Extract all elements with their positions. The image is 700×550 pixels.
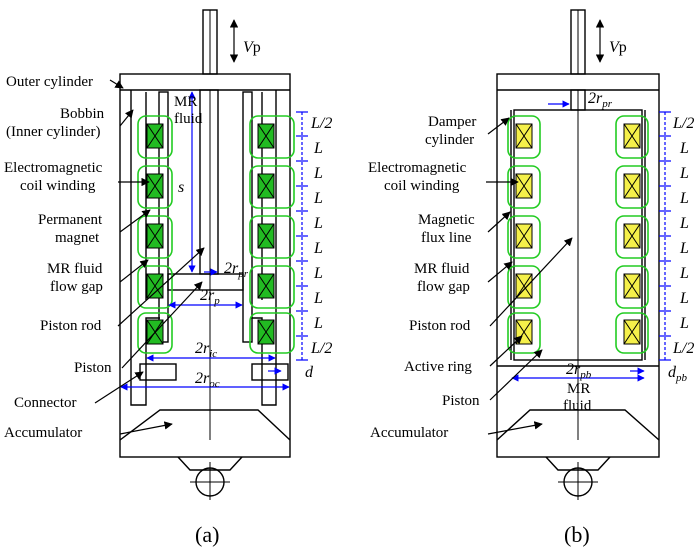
svg-text:L: L [313,140,323,157]
ric-label: 2ric [195,340,217,360]
label-mr-fluid-b-2: fluid [563,398,592,414]
label-gap-b-1: MR fluid [414,261,470,277]
svg-text:L/2: L/2 [672,340,694,357]
label-inner-cylinder: (Inner cylinder) [6,124,101,140]
label-magnet-1: Permanent [38,212,103,228]
coils-b-left [515,123,533,345]
label-connector: Connector [14,395,76,411]
label-coil-a-1: Electromagnetic [4,160,103,176]
damper-cylinder [496,73,660,458]
label-gap-a-2: flow gap [50,279,103,295]
stroke-label: s [178,179,184,196]
connector-right [251,363,289,381]
piston-rod [199,89,219,275]
svg-text:L: L [313,190,323,207]
flux-lines-a-right [249,115,295,354]
svg-text:L/2: L/2 [310,340,332,357]
coils-a-right [257,123,275,345]
label-outer-cylinder: Outer cylinder [6,74,93,90]
panel-a: Vp [4,9,332,547]
label-gap-a-1: MR fluid [47,261,103,277]
label-coil-b-1: Electromagnetic [368,160,467,176]
svg-text:L: L [313,315,323,332]
label-bobbin: Bobbin [60,106,105,122]
svg-text:L: L [313,240,323,257]
side-dim-labels-b: L/2 L L L L L L L L L/2 [672,115,694,357]
label-piston-rod-b: Piston rod [409,318,471,334]
svg-text:L/2: L/2 [310,115,332,132]
svg-text:L: L [679,290,689,307]
svg-text:L: L [679,315,689,332]
label-piston-b: Piston [442,393,480,409]
svg-text:L: L [313,165,323,182]
outer-cylinder [119,73,291,458]
rpr-label-a: 2rpr [224,260,249,280]
svg-text:L/2: L/2 [672,115,694,132]
label-magnet-2: magnet [55,230,100,246]
svg-text:L: L [679,140,689,157]
bobbin-right [250,90,277,406]
label-piston-a: Piston [74,360,112,376]
svg-text:L: L [679,215,689,232]
label-active-ring: Active ring [404,359,472,375]
side-dims-a [296,111,308,361]
coils-b-right [623,123,641,345]
label-accumulator-a: Accumulator [4,425,82,441]
accumulator-b [496,409,660,441]
panel-b: Vp [368,9,694,547]
accumulator-a [119,409,291,441]
label-mr-fluid-a-2: fluid [174,111,203,127]
label-mr-fluid-b-1: MR [567,381,590,397]
label-coil-b-2: coil winding [384,178,460,194]
rpb-label: 2rpb [566,361,592,381]
rp-label: 2rp [200,287,220,307]
svg-text:L: L [679,165,689,182]
dpb-label: dpb [668,364,688,384]
rpr-label-b: 2rpr [588,90,613,110]
caption-a: (a) [195,522,219,547]
gap-d-label: d [305,364,314,381]
label-damper-1: Damper [428,114,476,130]
label-piston-rod-a: Piston rod [40,318,102,334]
velocity-label: Vp [243,39,261,56]
label-gap-b-2: flow gap [417,279,470,295]
label-coil-a-2: coil winding [20,178,96,194]
svg-text:L: L [313,215,323,232]
label-mr-fluid-a-1: MR [174,94,197,110]
piston-wall-right [242,91,253,343]
label-accumulator-b: Accumulator [370,425,448,441]
svg-text:L: L [679,240,689,257]
velocity-label-b: Vp [609,39,627,56]
label-flux-2: flux line [421,230,472,246]
label-flux-1: Magnetic [418,212,475,228]
side-dims-b [659,111,671,361]
svg-text:L: L [679,190,689,207]
flux-lines-a-left [137,115,173,354]
label-damper-2: cylinder [425,132,474,148]
flux-lines-b [507,115,649,354]
caption-b: (b) [564,522,590,547]
roc-label: 2roc [195,370,220,390]
svg-text:L: L [313,265,323,282]
bobbin-left [130,90,160,406]
svg-text:L: L [313,290,323,307]
side-dim-labels-a: L/2 L L L L L L L L L/2 [310,115,332,357]
svg-text:L: L [679,265,689,282]
coils-a-left [146,123,164,345]
